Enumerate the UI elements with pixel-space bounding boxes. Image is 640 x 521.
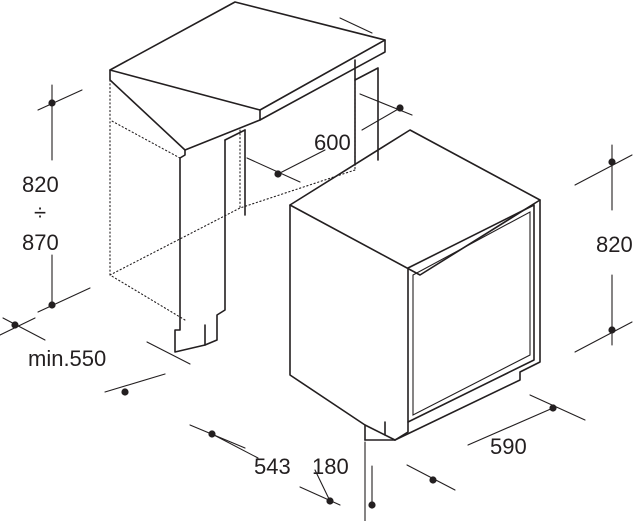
plinth-depth-label: 180	[312, 454, 349, 479]
appliance-box	[289, 129, 541, 441]
appliance-width-label: 590	[490, 434, 527, 459]
appliance-height-label: 820	[596, 232, 633, 257]
recess-height-separator: ÷	[34, 200, 46, 225]
recess-width-label: 600	[314, 130, 351, 155]
cabinet-recess	[109, 1, 386, 353]
recess-height-min-label: 820	[22, 172, 59, 197]
recess-height-max-label: 870	[22, 230, 59, 255]
appliance-depth-label: 543	[254, 454, 291, 479]
recess-depth-label: min.550	[28, 346, 106, 371]
dimension-lines	[0, 17, 633, 521]
